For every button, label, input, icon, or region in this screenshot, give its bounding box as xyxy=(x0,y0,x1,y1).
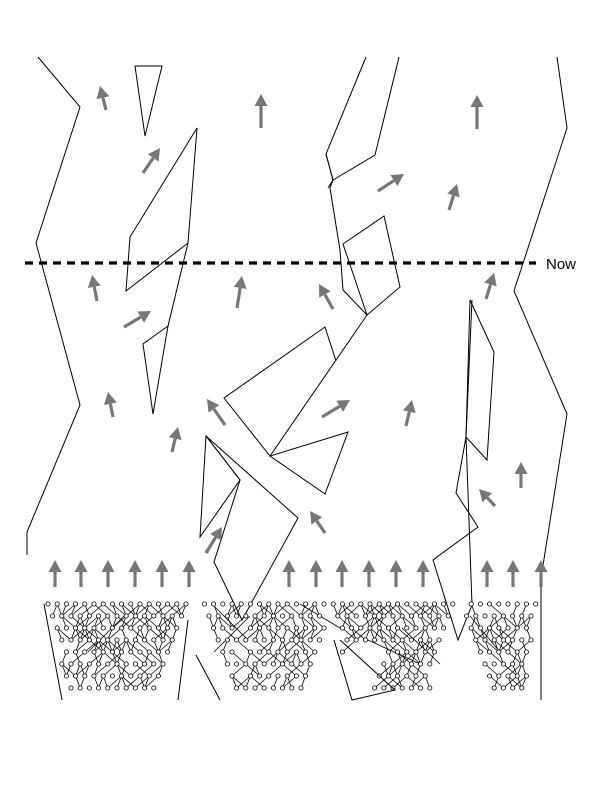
arrow-icon xyxy=(123,311,151,329)
arrow-icon xyxy=(479,489,497,508)
arrow-icon xyxy=(128,560,142,587)
branch-shape xyxy=(125,127,198,293)
network-boundary xyxy=(43,600,542,701)
now-label: Now xyxy=(546,256,577,273)
arrow-icon xyxy=(402,400,416,427)
branch-shape xyxy=(167,242,189,327)
arrow-icon xyxy=(182,560,196,587)
left-boundary xyxy=(26,56,81,555)
arrow-icon xyxy=(87,275,101,302)
arrow-icon xyxy=(470,95,484,129)
branch-shape xyxy=(342,215,401,316)
branch-shape xyxy=(223,314,368,457)
arrow-icon xyxy=(310,511,327,534)
arrow-icon xyxy=(103,392,117,418)
arrow-icon xyxy=(377,174,404,193)
arrow-icon xyxy=(319,284,335,310)
network-nodes xyxy=(45,601,539,691)
branch-shape xyxy=(332,56,400,181)
arrow-icon xyxy=(233,276,247,309)
arrow-icon xyxy=(514,462,528,488)
arrow-icon xyxy=(321,400,350,419)
branch-shape xyxy=(268,431,349,495)
arrow-icon xyxy=(447,184,460,211)
boundary-lines xyxy=(26,56,568,600)
arrow-icon xyxy=(74,560,88,587)
arrow-icon xyxy=(254,94,268,128)
branch-shape xyxy=(205,435,299,622)
arrow-icon xyxy=(534,560,548,587)
branch-shape xyxy=(142,324,169,415)
arrow-icon xyxy=(96,86,110,111)
arrow-icon xyxy=(101,560,115,587)
arrow-icon xyxy=(207,399,227,426)
arrow-icon xyxy=(168,427,182,453)
arrow-icon xyxy=(362,560,376,587)
base-network xyxy=(43,600,542,701)
branch-shape xyxy=(325,56,367,189)
arrow-icon xyxy=(204,527,222,554)
arrow-icon xyxy=(282,560,296,587)
arrow-icon xyxy=(309,560,323,587)
branch-shape xyxy=(432,436,479,642)
arrow-icon xyxy=(48,560,62,587)
branch-shape xyxy=(134,65,163,137)
arrow-icon xyxy=(141,148,160,174)
arrow-icon xyxy=(389,560,403,587)
arrow-icon xyxy=(416,560,430,587)
arrow-group xyxy=(48,86,548,587)
arrow-icon xyxy=(335,560,349,587)
branch-shape xyxy=(465,299,473,438)
right-boundary xyxy=(513,56,568,600)
arrow-icon xyxy=(506,560,520,587)
branch-shape xyxy=(325,153,368,316)
arrow-icon xyxy=(155,560,169,587)
branch-shapes xyxy=(125,56,495,642)
branch-shape xyxy=(199,434,241,539)
branch-shape xyxy=(465,299,495,462)
arrow-icon xyxy=(480,560,494,587)
arrow-icon xyxy=(484,273,497,300)
